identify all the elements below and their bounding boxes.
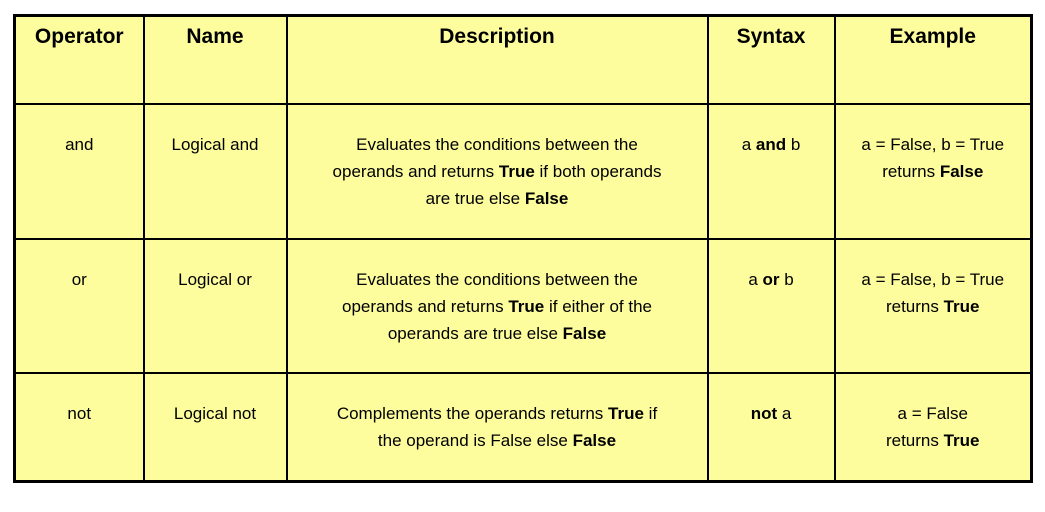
cell-name: Logical not [142,371,288,483]
header-example: Example [833,14,1033,105]
header-name: Name [142,14,288,105]
logical-operators-table: Operator Name Description Syntax Example… [13,14,1033,483]
cell-name: Logical or [142,237,288,374]
header-syntax: Syntax [706,14,836,105]
cell-operator: and [13,102,145,240]
cell-syntax: not a [706,371,836,483]
cell-syntax: a and b [706,102,836,240]
cell-syntax: a or b [706,237,836,374]
table-row-and: and Logical and Evaluates the conditions… [13,102,1033,240]
cell-name: Logical and [142,102,288,240]
cell-operator: not [13,371,145,483]
cell-operator: or [13,237,145,374]
header-operator: Operator [13,14,145,105]
header-row: Operator Name Description Syntax Example [13,14,1033,105]
table-row-not: not Logical not Complements the operands… [13,371,1033,483]
cell-description: Complements the operands returns True if… [285,371,709,483]
table-row-or: or Logical or Evaluates the conditions b… [13,237,1033,374]
header-description: Description [285,14,709,105]
